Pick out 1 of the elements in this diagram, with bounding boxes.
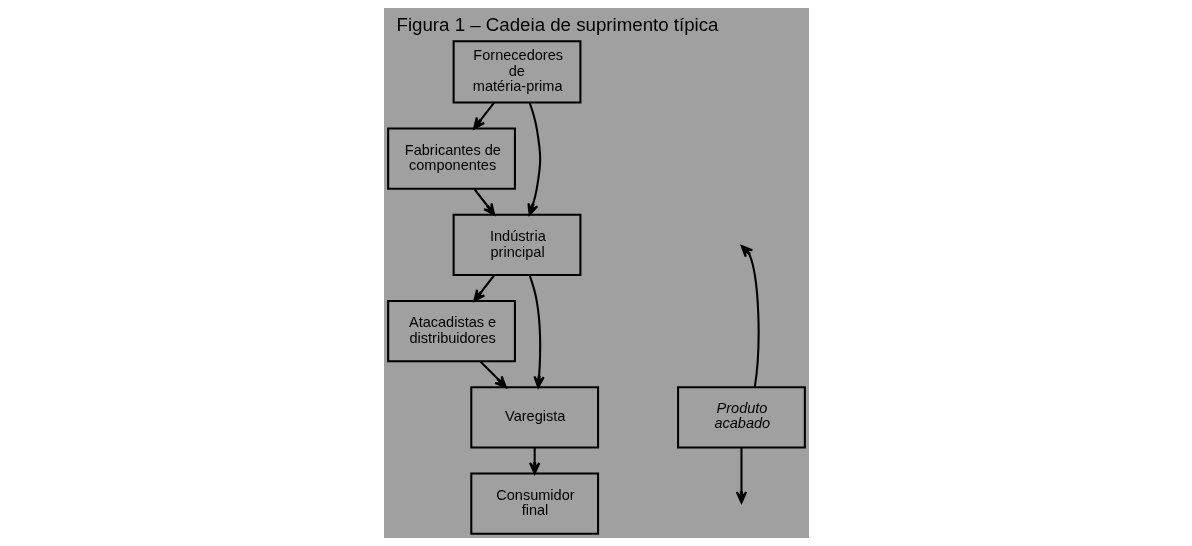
diagram-title: Figura 1 – Cadeia de suprimento típica	[395, 14, 718, 36]
